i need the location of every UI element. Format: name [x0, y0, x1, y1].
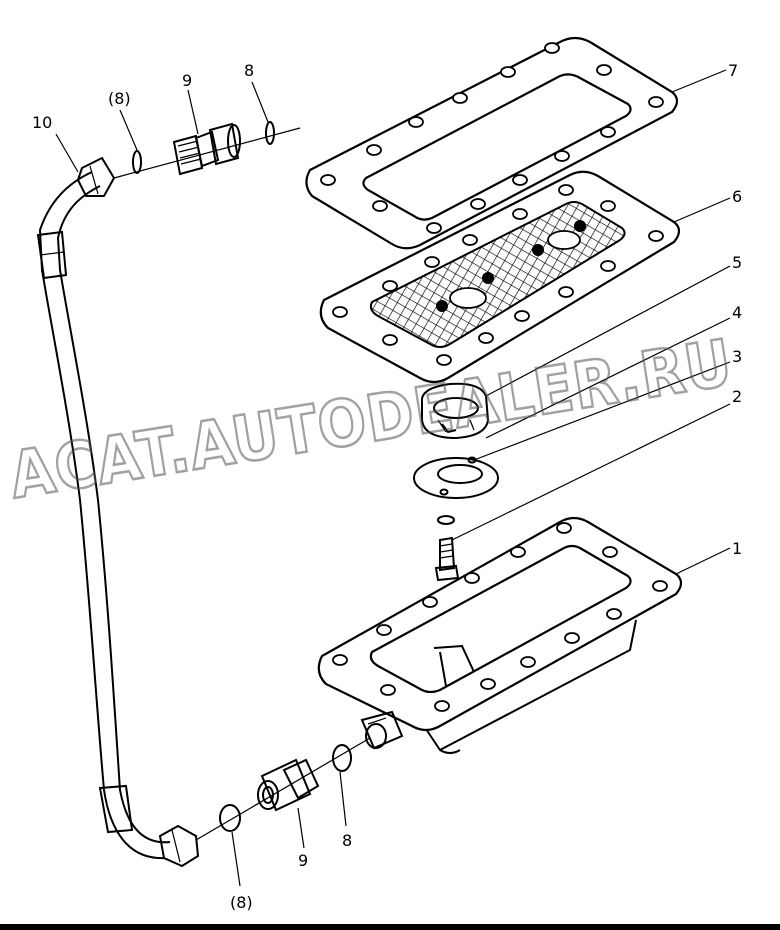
callout-8-paren-bottom: (8)	[230, 893, 253, 912]
callout-2: 2	[732, 387, 742, 406]
callout-8-top: 8	[244, 61, 254, 80]
callout-1: 1	[732, 539, 742, 558]
hose-10	[36, 156, 200, 868]
screen-6-bolt-holes	[332, 184, 664, 366]
oil-pan-1	[317, 516, 683, 754]
top-fitting-group	[113, 121, 301, 179]
callout-10: 10	[32, 113, 52, 132]
spacer-5	[420, 382, 490, 440]
watermark: ACAT.AUTODEALER.RU	[5, 327, 738, 514]
callout-labels: 1 2 3 4 5 6 7 8 (8) 9 10 8 9 (8)	[32, 61, 742, 912]
callout-5: 5	[732, 253, 742, 272]
callout-9-bottom: 9	[298, 851, 308, 870]
filter-screen-6	[319, 170, 681, 384]
bottom-fitting-group	[195, 737, 371, 841]
callout-8-paren-top: (8)	[108, 89, 131, 108]
gasket-7-bolt-holes	[320, 42, 664, 234]
callout-3: 3	[732, 347, 742, 366]
callout-8-bottom: 8	[342, 831, 352, 850]
callout-9-top: 9	[182, 71, 192, 90]
washer-3	[413, 456, 499, 499]
callout-4: 4	[732, 303, 742, 322]
pan-1-bolt-holes	[332, 522, 668, 712]
bolt-2	[434, 515, 460, 582]
gasket-plate-7	[305, 36, 679, 250]
callout-6: 6	[732, 187, 742, 206]
leader-lines	[55, 69, 731, 887]
bottom-border	[0, 924, 780, 930]
callout-7: 7	[728, 61, 738, 80]
